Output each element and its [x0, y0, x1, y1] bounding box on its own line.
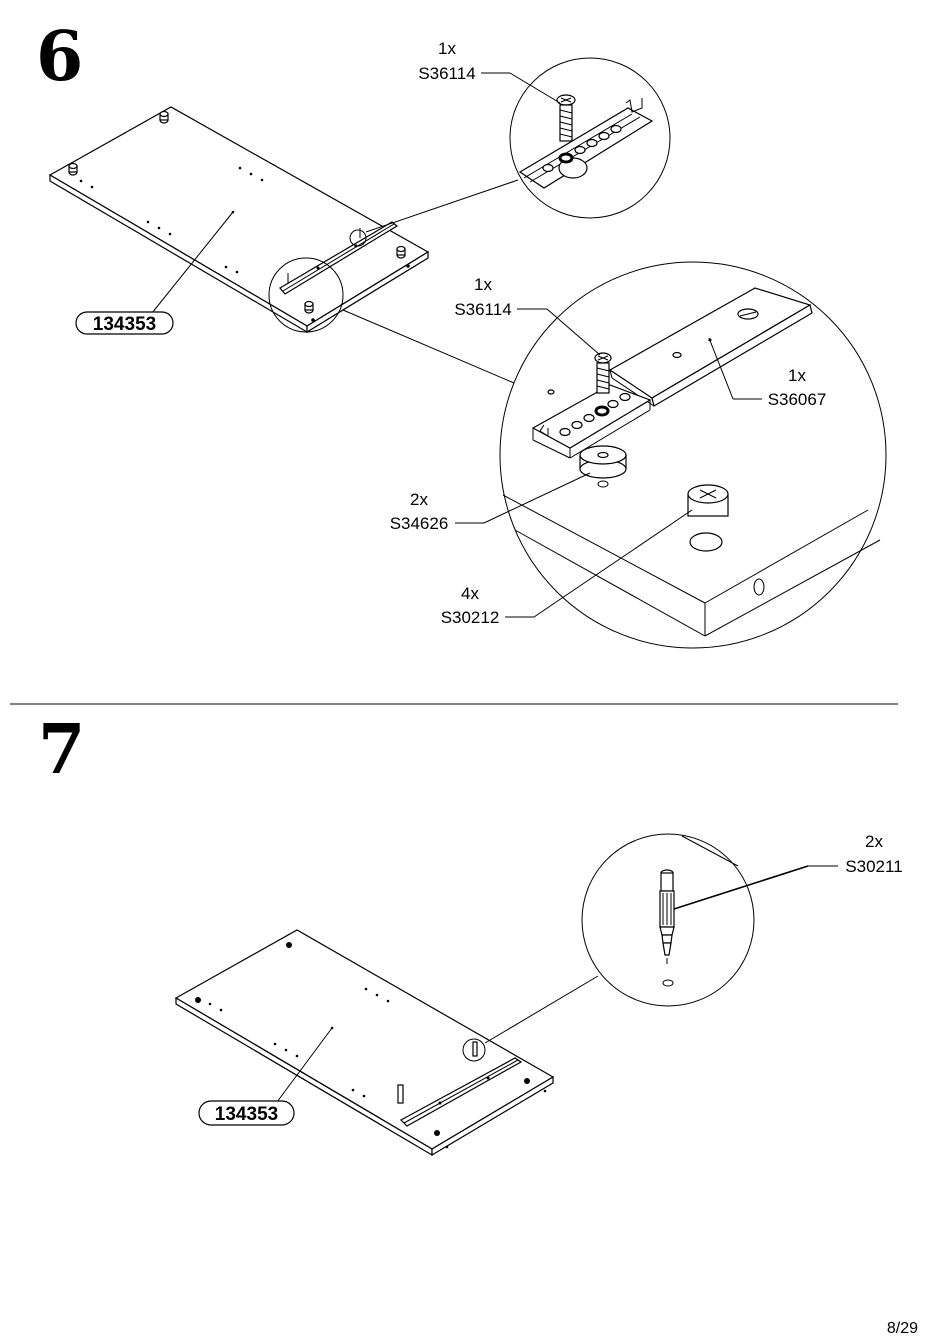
step-7-number: 7: [38, 710, 85, 790]
step-6-panel-part-label: 134353: [93, 314, 156, 335]
callout-4-qty: 2x: [410, 490, 428, 509]
step-6-detail-view-2: [499, 261, 887, 649]
step-6-cam-fittings: [68, 110, 410, 322]
step-7-panel-part-badge: [198, 1100, 295, 1126]
callout-2-code: S36114: [454, 300, 511, 319]
step-6-number: 6: [36, 17, 83, 97]
step-6-detail-marker-bottom: [268, 257, 344, 333]
step-7-detail-marker: [462, 1038, 486, 1062]
step-7-drawer-rail: [397, 1041, 523, 1127]
step-7-detail-view: [581, 833, 755, 1007]
callout-1-qty: 1x: [438, 39, 456, 58]
callout-5-code: S30212: [441, 608, 500, 627]
callout-3-code: S36067: [768, 390, 827, 409]
step-7-panel-part-label: 134353: [215, 1104, 278, 1125]
callout-6-code: S30211: [845, 857, 902, 876]
step-7-panel-holes: [195, 942, 547, 1149]
step-6-detail-marker-top: [349, 229, 367, 247]
step-6-panel-drawing: 134353: [48, 106, 519, 384]
callout-4-code: S34626: [390, 514, 449, 533]
step-7-panel-drawing: 134353: [174, 929, 599, 1157]
callout-3-qty: 1x: [788, 366, 806, 385]
callout-6-qty: 2x: [865, 832, 883, 851]
page-number: 8/29: [887, 1320, 918, 1337]
step-6-drawer-rail: [279, 221, 399, 295]
callout-2-qty: 1x: [474, 275, 492, 294]
step-6-panel-part-badge: [75, 311, 174, 335]
step-6-detail-view-1: [509, 57, 671, 219]
callout-5-qty: 4x: [461, 584, 479, 603]
callout-1-code: S36114: [418, 64, 475, 83]
